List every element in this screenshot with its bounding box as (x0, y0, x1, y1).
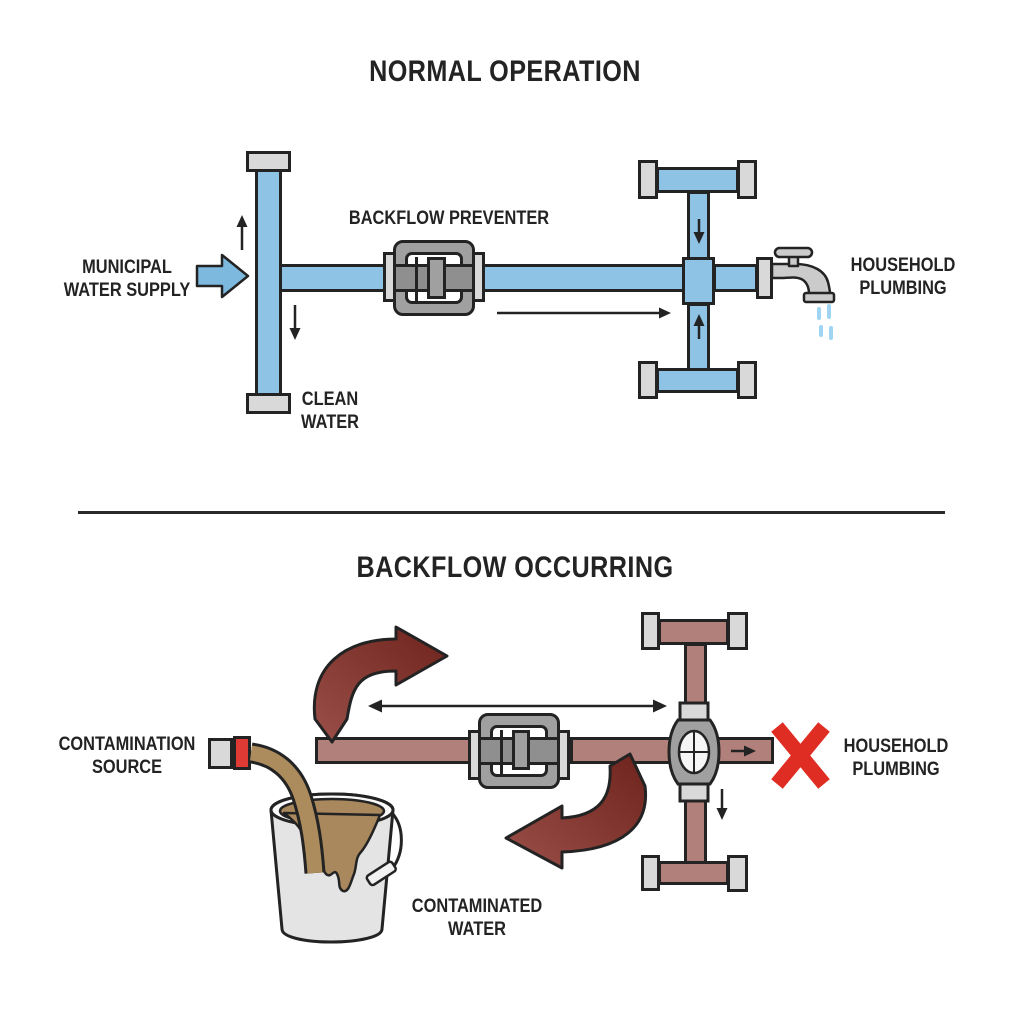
contamination-source-label: CONTAMINATION SOURCE (58, 733, 196, 778)
household2-vertical-upper (684, 643, 707, 707)
contaminated-pipe-stub (716, 737, 774, 764)
blocked-x-icon (771, 722, 830, 789)
panel-divider (78, 511, 945, 514)
flow-down-arrow (289, 305, 301, 340)
household2-vertical-lower (684, 797, 707, 865)
backflow-curved-arrow-up (312, 625, 449, 744)
hose-red-band (233, 736, 251, 770)
main-horizontal-pipe (279, 264, 760, 292)
household-plumbing-label-top: HOUSEHOLD PLUMBING (850, 254, 956, 299)
faucet-stub-pipe (713, 264, 758, 292)
municipal-water-supply-label: MUNICIPAL WATER SUPPLY (63, 256, 191, 301)
household-vertical-lower (687, 303, 710, 373)
pipe-cap-top-left (246, 151, 291, 172)
hose-fitting (208, 738, 233, 769)
water-drips (817, 304, 833, 340)
household-bottom-bar (656, 368, 739, 393)
contamination-hose (249, 742, 326, 874)
contaminated-water-label: CONTAMINATED WATER (411, 895, 543, 940)
cap-household2-top-left (641, 612, 660, 650)
supply-vertical-pipe (255, 168, 282, 396)
clean-water-label: CLEAN WATER (301, 388, 359, 433)
valve-down-arrow (716, 789, 728, 820)
forward-flow-arrow (497, 307, 671, 319)
flow-up-arrow (236, 215, 248, 250)
household-plumbing-label-bottom: HOUSEHOLD PLUMBING (843, 735, 949, 780)
household-vertical-upper (687, 191, 710, 261)
cap-household2-bottom-right (727, 855, 748, 892)
municipal-supply-arrow (195, 253, 250, 299)
cap-household2-top-right (727, 612, 748, 650)
household2-top-bar (658, 619, 729, 645)
household-junction (682, 257, 715, 305)
bottom-panel-title: BACKFLOW OCCURRING (356, 551, 674, 584)
contaminated-pipe-left (315, 737, 474, 764)
cap-household-bottom-left (638, 361, 658, 399)
backflow-preventer-valve-disc (427, 257, 446, 299)
reversed-flow-double-arrow (368, 699, 667, 713)
household2-bottom-bar (658, 861, 729, 885)
bucket-icon (269, 792, 403, 944)
backflow-preventer-label: BACKFLOW PREVENTER (348, 207, 550, 229)
check-valve-icon (667, 701, 721, 803)
faucet-flange (756, 257, 773, 299)
cap-household2-bottom-left (641, 855, 660, 891)
cap-household-top-left (638, 160, 658, 199)
contaminated-pipe-mid (570, 737, 674, 764)
cap-household-bottom-right (737, 361, 757, 399)
household-top-bar (656, 167, 739, 193)
faucet-icon (770, 246, 836, 304)
backflow-preventer-spring (415, 257, 418, 303)
backflow-preventer2-valve-disc (512, 730, 530, 770)
backflow-preventer2-spring (500, 730, 503, 776)
cap-household-top-right (737, 160, 757, 199)
top-panel-title: NORMAL OPERATION (369, 55, 641, 88)
pipe-cap-bottom-left (246, 393, 291, 414)
